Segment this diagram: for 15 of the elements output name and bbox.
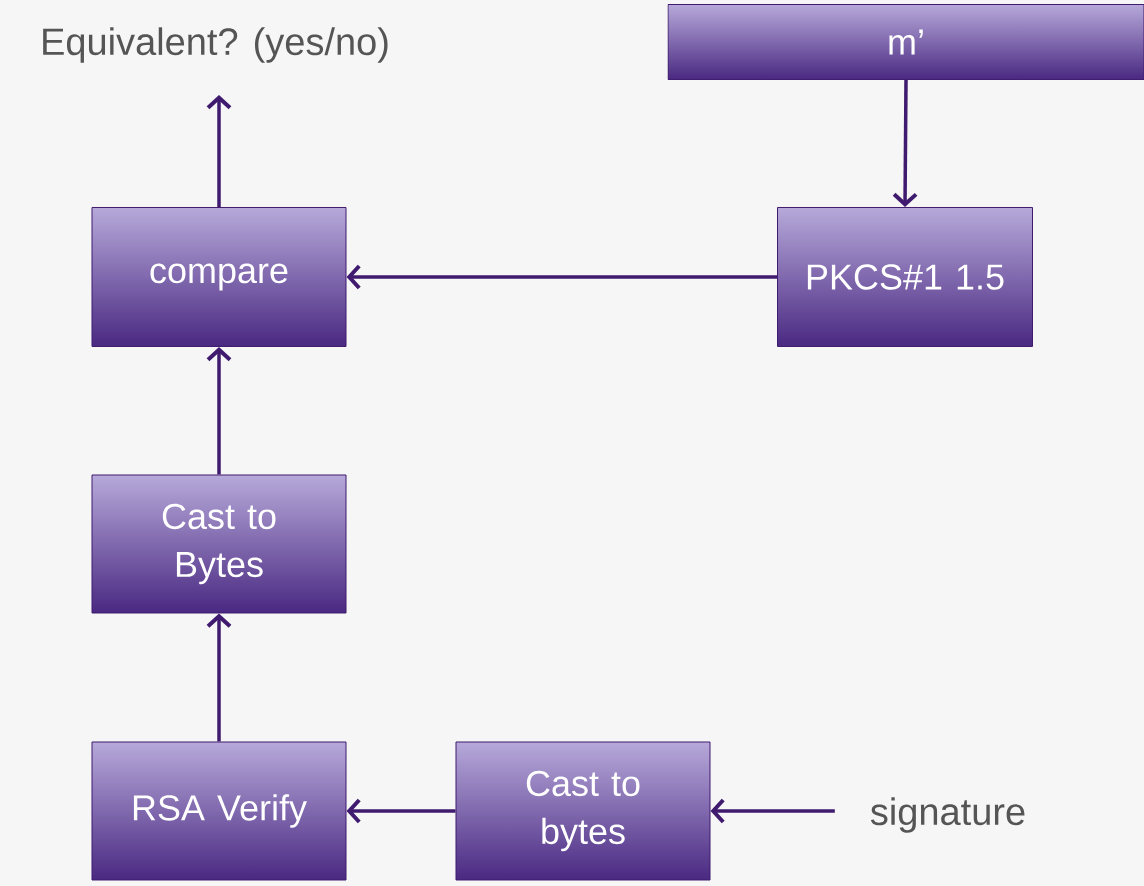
- arrow: [346, 798, 456, 824]
- process-box: RSA Verify: [91, 741, 347, 881]
- text-label: signature: [870, 797, 1025, 833]
- arrow: [710, 798, 835, 824]
- process-box: m’: [667, 4, 1144, 80]
- process-box: PKCS#1 1.5: [777, 207, 1033, 347]
- process-box: Cast to bytes: [455, 741, 711, 881]
- arrow: [892, 80, 918, 207]
- arrow: [206, 613, 232, 742]
- text-label: Equivalent? (yes/no): [43, 27, 388, 63]
- process-box: compare: [91, 207, 347, 347]
- arrow: [206, 95, 232, 207]
- process-box: Cast to Bytes: [91, 474, 347, 614]
- arrow: [346, 264, 777, 290]
- arrow: [206, 347, 232, 475]
